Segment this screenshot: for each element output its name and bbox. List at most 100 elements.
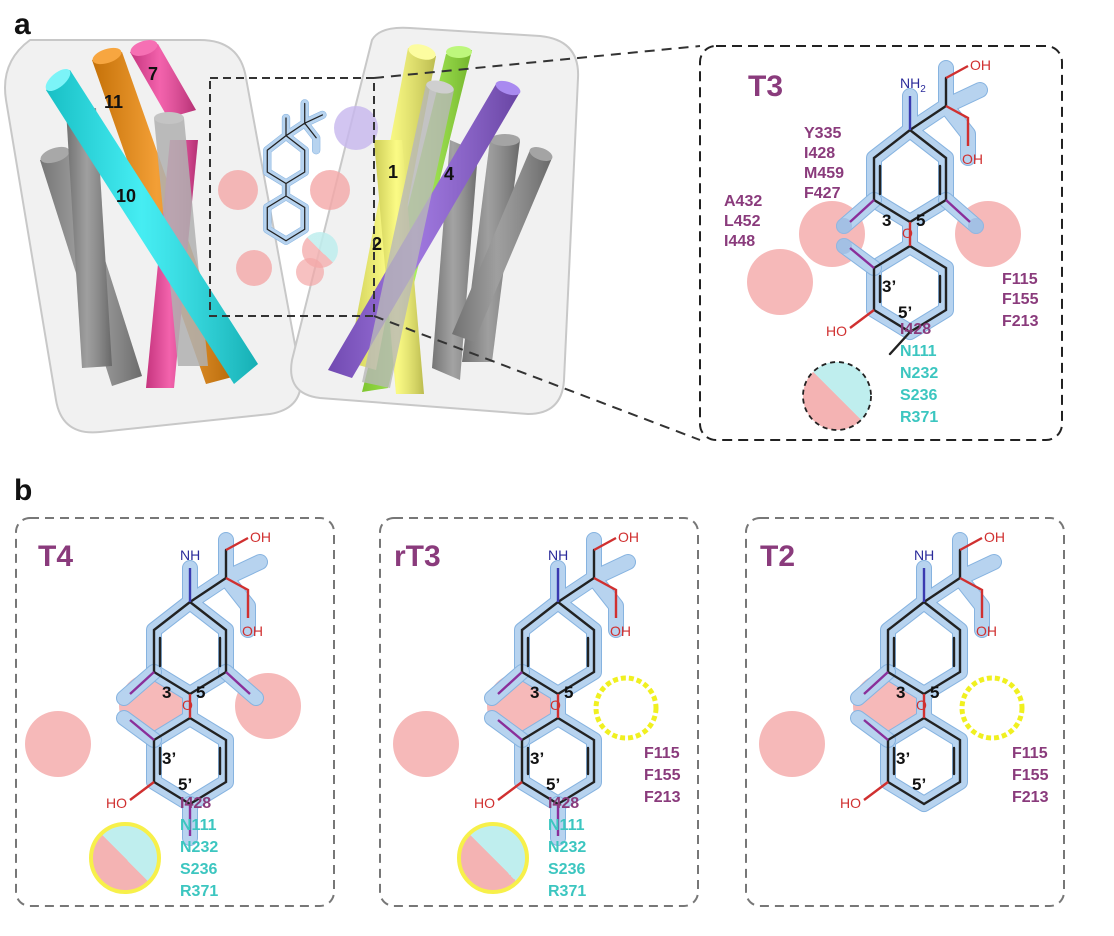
svg-text:OH: OH (984, 529, 1005, 545)
zoom-connector (373, 315, 701, 441)
svg-text:NH: NH (548, 547, 568, 563)
helix-gray (66, 108, 112, 368)
svg-text:F213: F213 (1002, 313, 1039, 330)
svg-text:HO: HO (474, 795, 495, 811)
helix-gray-front (362, 80, 454, 388)
binding-pocket-ligand (218, 103, 378, 286)
svg-text:5’: 5’ (912, 775, 926, 794)
svg-text:OH: OH (250, 529, 271, 545)
oh-label: OH (962, 151, 983, 167)
svg-text:I428: I428 (548, 795, 579, 812)
svg-text:I428: I428 (804, 145, 835, 162)
ring-label-5prime: 5’ (898, 303, 912, 322)
svg-text:5: 5 (196, 683, 205, 702)
svg-text:OH: OH (618, 529, 639, 545)
t2-title: T2 (760, 540, 795, 573)
svg-text:3: 3 (530, 683, 539, 702)
svg-text:I428: I428 (900, 321, 931, 338)
protein-domain-right: 1 2 4 (290, 26, 580, 416)
svg-text:5: 5 (564, 683, 573, 702)
oh-label: OH (970, 57, 991, 73)
svg-text:I428: I428 (180, 795, 211, 812)
rt3-title: rT3 (394, 540, 441, 573)
svg-text:F155: F155 (1002, 291, 1039, 308)
helix-gray (432, 140, 478, 380)
svg-text:S236: S236 (180, 861, 217, 878)
svg-text:NH: NH (180, 547, 200, 563)
panel-b-label: b (14, 474, 32, 507)
ring-label-3: 3 (882, 211, 891, 230)
svg-text:3: 3 (162, 683, 171, 702)
svg-text:R371: R371 (180, 883, 218, 900)
helix-4 (328, 80, 521, 378)
panel-a-label: a (14, 8, 31, 41)
helix-gray (452, 147, 553, 342)
svg-text:5’: 5’ (178, 775, 192, 794)
helix-7 (130, 40, 196, 118)
svg-text:A432: A432 (724, 193, 762, 210)
svg-text:5’: 5’ (546, 775, 560, 794)
t2-panel: T2 NH OH OH O HO 3 5 3’ (745, 517, 1065, 907)
t3-inset: T3 NH2 OH OH O (699, 45, 1063, 441)
svg-text:O: O (550, 697, 561, 713)
helix-label-11: 11 (104, 92, 123, 112)
svg-text:F155: F155 (1012, 767, 1049, 784)
svg-text:R371: R371 (548, 883, 586, 900)
zoom-box (209, 77, 375, 317)
svg-text:5: 5 (930, 683, 939, 702)
svg-text:OH: OH (242, 623, 263, 639)
helix-label-1: 1 (388, 162, 398, 182)
svg-text:OH: OH (610, 623, 631, 639)
helix-10 (45, 68, 258, 384)
svg-text:3’: 3’ (162, 749, 176, 768)
svg-text:N111: N111 (180, 817, 217, 834)
svg-text:N111: N111 (900, 343, 937, 360)
t4-panel: T4 NH OH OH O HO 3 5 3’ (15, 517, 335, 907)
svg-text:S236: S236 (548, 861, 585, 878)
residue-list-top: Y335 I428 M459 F427 (804, 125, 844, 202)
protein-domain-left: 11 7 10 (4, 39, 302, 434)
ring-label-3prime: 3’ (882, 277, 896, 296)
svg-text:F115: F115 (1012, 745, 1048, 762)
ether-oxygen-label: O (902, 225, 913, 241)
rt3-panel: rT3 NH OH OH O HO 3 5 3’ (379, 517, 699, 907)
svg-text:NH: NH (914, 547, 934, 563)
helix-label-7: 7 (148, 64, 158, 84)
svg-text:F213: F213 (644, 789, 681, 806)
t4-title: T4 (38, 540, 73, 573)
svg-text:I448: I448 (724, 233, 755, 250)
svg-text:L452: L452 (724, 213, 761, 230)
ring-label-5: 5 (916, 211, 925, 230)
residue-list-bottom: I428 N111 N232 S236 R371 (900, 321, 938, 426)
svg-text:O: O (182, 697, 193, 713)
svg-text:N111: N111 (548, 817, 585, 834)
svg-text:N232: N232 (900, 365, 938, 382)
svg-text:R371: R371 (900, 409, 938, 426)
t3-title: T3 (748, 70, 783, 103)
svg-text:3’: 3’ (530, 749, 544, 768)
zoom-connector (373, 45, 701, 79)
svg-text:3: 3 (896, 683, 905, 702)
ho-label: HO (826, 323, 847, 339)
svg-text:HO: HO (840, 795, 861, 811)
helix-label-10: 10 (116, 186, 136, 206)
svg-text:S236: S236 (900, 387, 937, 404)
svg-text:OH: OH (976, 623, 997, 639)
svg-text:N232: N232 (548, 839, 586, 856)
residue-list-right: F115 F155 F213 (1002, 271, 1039, 330)
nh2-label: NH2 (900, 75, 926, 95)
svg-text:F155: F155 (644, 767, 681, 784)
helix-label-2: 2 (372, 234, 382, 254)
svg-text:F427: F427 (804, 185, 841, 202)
svg-text:F115: F115 (644, 745, 680, 762)
svg-text:M459: M459 (804, 165, 844, 182)
svg-text:3’: 3’ (896, 749, 910, 768)
svg-text:N232: N232 (180, 839, 218, 856)
svg-text:HO: HO (106, 795, 127, 811)
svg-text:Y335: Y335 (804, 125, 841, 142)
svg-text:O: O (916, 697, 927, 713)
svg-text:F115: F115 (1002, 271, 1038, 288)
helix-label-4: 4 (444, 164, 454, 184)
svg-text:F213: F213 (1012, 789, 1049, 806)
